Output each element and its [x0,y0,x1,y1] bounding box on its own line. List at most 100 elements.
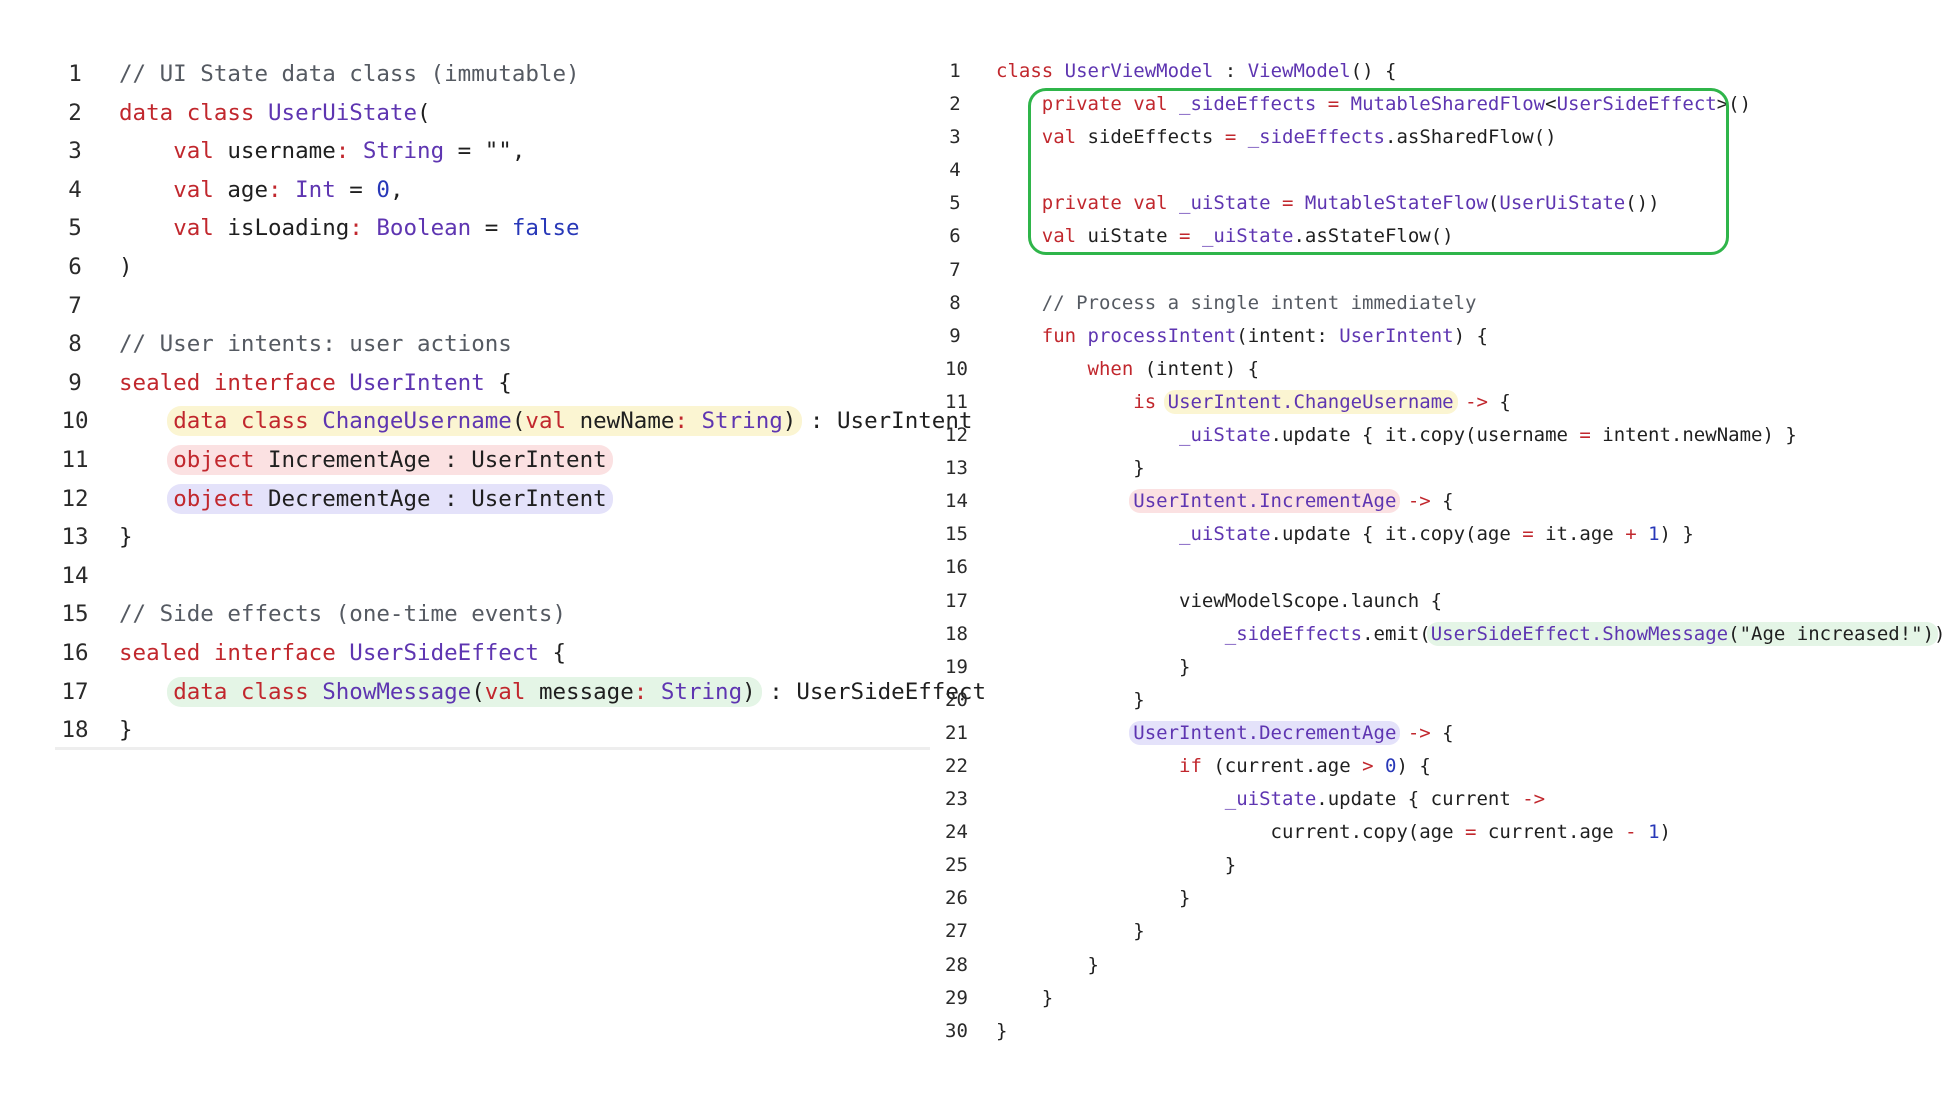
code-text: } [996,849,1236,882]
code-text: UserIntent.DecrementAge -> { [996,717,1454,750]
code-text: _uiState.update { it.copy(age = it.age +… [996,518,1694,551]
code-token [996,788,1225,810]
code-token [119,447,173,473]
code-token: UserUiState [268,99,418,126]
code-token: } [996,854,1237,877]
code-token: MutableStateFlow [1304,192,1488,215]
line-number: 1 [949,60,961,82]
code-text: } [996,452,1144,485]
code-line: 7 [945,254,1945,287]
code-line: 11 is UserIntent.ChangeUsername -> { [945,386,1945,419]
code-line: 3 val username: String = "", [55,132,930,171]
line-number: 6 [949,225,961,248]
code-token: (intent) { [1133,357,1260,380]
line-number: 21 [945,721,968,744]
code-token: val [173,215,214,242]
code-token: ChangeUsername [322,408,512,435]
code-token: { [1430,490,1454,513]
line-number: 22 [945,754,968,777]
highlight-yellow: UserIntent.ChangeUsername [1163,389,1458,414]
code-token: viewModelScope.launch { [996,589,1443,612]
code-token: ViewModel [1247,60,1351,82]
code-token: sealed interface [119,639,350,666]
code-token: { [1430,721,1454,744]
code-line: 8// User intents: user actions [55,325,930,364]
code-text: object IncrementAge : UserIntent [119,441,613,480]
line-number: 27 [945,920,968,943]
code-text: val sideEffects = _sideEffects.asSharedF… [996,121,1557,154]
code-line: 18} [55,711,930,750]
code-text: private val _uiState = MutableStateFlow(… [996,187,1660,220]
code-token: fun [1041,324,1088,347]
line-number: 7 [68,292,82,319]
code-token [1637,523,1648,545]
code-line: 16 [945,551,1945,584]
code-line: 19 } [945,651,1945,684]
line-number: 16 [945,556,968,579]
code-token: // Side effects (one-time events) [119,601,567,628]
code-token: + [1625,523,1637,546]
code-token: = [1465,821,1477,844]
line-number: 15 [61,601,89,628]
code-token: ("Age increased!") [1728,622,1935,645]
line-number: 20 [945,688,968,711]
code-text: current.copy(age = current.age - 1) [996,816,1671,849]
code-line: 3 val sideEffects = _sideEffects.asShare… [945,121,1945,154]
code-text: data class UserUiState( [119,94,431,133]
code-token [119,408,173,434]
code-line: 7 [55,287,930,326]
code-line: 15 // Side effects (one-time events) [55,595,930,634]
code-token: sealed interface [119,369,350,396]
code-token: ) [742,678,756,705]
code-token: val [525,408,567,435]
code-token: : [633,678,661,705]
code-token: private val [1041,192,1180,215]
line-number: 12 [61,485,89,512]
code-token: ) [782,408,797,435]
line-number: 8 [68,331,82,358]
highlight-green: data class ShowMessage(val message: Stri… [167,676,762,707]
code-line: 12 _uiState.update { it.copy(username = … [945,419,1945,452]
code-token: = [1316,93,1351,116]
code-token [996,292,1042,314]
code-line: 6 val uiState = _uiState.asStateFlow() [945,220,1945,253]
code-token: // Process a single intent immediately [1041,291,1477,314]
code-line: 23 _uiState.update { current -> [945,783,1945,816]
highlight-red: UserIntent.IncrementAge [1129,489,1401,514]
code-line: 12 object DecrementAge : UserIntent [55,480,930,519]
code-line: 27 } [945,915,1945,948]
line-number: 15 [945,523,968,546]
code-token: UserViewModel [1064,60,1214,82]
code-line: 14 [55,557,930,596]
code-token: private val [1041,93,1180,116]
code-line: 8 // Process a single intent immediately [945,287,1945,320]
code-token: .update { current [1316,788,1523,811]
code-token: { [484,369,512,396]
code-token [119,486,173,512]
code-token: } [119,717,133,744]
code-token: UserIntent.IncrementAge [1133,490,1397,513]
code-token: = [1522,523,1534,546]
code-token: _uiState [1224,788,1317,811]
code-token [996,391,1133,413]
line-number: 1 [68,61,82,87]
code-line: 29 } [945,982,1945,1015]
code-text: is UserIntent.ChangeUsername -> { [996,386,1511,419]
code-token: UserSideEffect.ShowMessage [1430,622,1729,645]
line-number: 29 [945,986,968,1009]
code-text: } [996,915,1144,948]
code-line: 24 current.copy(age = current.age - 1) [945,816,1945,849]
line-number: 8 [949,291,961,314]
code-line: 11 object IncrementAge : UserIntent [55,441,930,480]
line-number: 6 [68,253,82,280]
line-number: 13 [61,524,89,551]
line-number: 2 [949,93,961,116]
code-text: class UserViewModel : ViewModel() { [996,55,1396,88]
code-token: } [996,953,1099,976]
highlight-yellow: data class ChangeUsername(val newName: S… [167,406,803,437]
code-token: : [268,176,296,203]
code-token: ()) [1625,192,1660,215]
code-token: } [996,887,1191,910]
code-token: MutableSharedFlow [1350,93,1546,116]
